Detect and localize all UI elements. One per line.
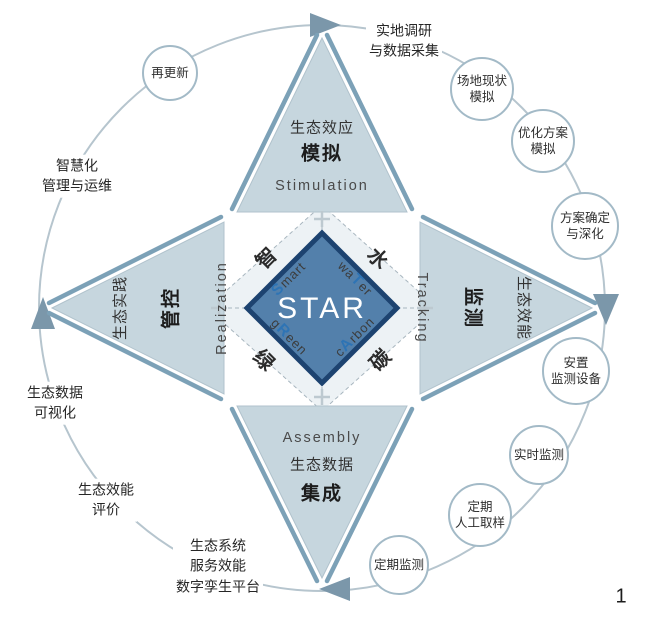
page-number: 1 [615, 585, 627, 608]
cycle-node-circle-install-equipment [542, 337, 610, 405]
petal-left-en: Realization [213, 261, 230, 355]
petal-left-zh1: 生态实践 [111, 276, 129, 341]
cycle-label-periodic-monitoring: 定期监测 [373, 557, 425, 572]
cycle-node-circle-re-update [142, 45, 198, 101]
cycle-arrow-top-icon [310, 13, 341, 37]
cycle-label-install-monitoring-equipment: 安置 监测设备 [550, 355, 602, 386]
petal-accent-stripes [46, 32, 598, 584]
cycle-node-circle-site-status [450, 57, 514, 121]
petal-left-text: 生态实践 管控 Realization [84, 261, 258, 355]
petal-right-zh1: 生态效能 [515, 275, 533, 340]
petal-bottom-shape [236, 405, 408, 580]
plus-marks [211, 211, 433, 405]
cycle-label-re-update: 再更新 [151, 65, 189, 80]
cycle-label-plan-confirmation-deepening: 方案确定 与深化 [559, 210, 611, 241]
cycle-label-ecosystem-service-digital-twin-platform: 生态系统 服务效能 数字孪生平台 [173, 534, 263, 598]
cycle-arrow-bottom-icon [319, 577, 350, 601]
cycle-node-circle-manual-sampling [448, 483, 512, 547]
petal-bottom-en: Assembly [282, 430, 362, 446]
cycle-arrow-left-icon [31, 297, 55, 329]
center-star-label: STAR [277, 292, 367, 325]
cycle-label-site-status-simulation: 场地现状 模拟 [456, 73, 508, 104]
cycle-label-smart-management-operation: 智慧化 管理与运维 [39, 154, 115, 198]
cycle-label-eco-data-visualization: 生态数据 可视化 [24, 381, 86, 425]
cycle-node-circle-optimized-plan [511, 109, 575, 173]
cycle-label-eco-performance-evaluation: 生态效能 评价 [75, 478, 137, 522]
cycle-label-periodic-manual-sampling: 定期 人工取样 [454, 499, 506, 530]
petal-right-en: Tracking [414, 272, 431, 344]
petal-top-zh1: 生态效应 [289, 119, 355, 137]
center-diamond [243, 229, 401, 387]
petal-top-en: Stimulation [275, 178, 369, 194]
petal-bottom-zh1: 生态数据 [289, 456, 355, 474]
petal-right-text: 生态效能 监测 Tracking [386, 272, 560, 343]
cycle-node-circle-periodic-monitoring [369, 535, 429, 595]
cycle-label-field-research-data-collection: 实地调研 与数据采集 [366, 19, 442, 63]
cycle-arrow-right-icon [593, 294, 619, 325]
petal-bottom-zh2: 集成 [300, 483, 344, 505]
petal-left-zh2: 管控 [160, 287, 182, 330]
cycle-label-optimized-plan-simulation: 优化方案 模拟 [517, 125, 569, 156]
cycle-label-real-time-monitoring: 实时监测 [513, 447, 565, 462]
petal-top-zh2: 模拟 [300, 143, 344, 165]
cycle-node-circle-real-time [509, 425, 569, 485]
petal-right-zh2: 监测 [462, 286, 484, 329]
cycle-node-circle-plan-confirmation [551, 192, 619, 260]
